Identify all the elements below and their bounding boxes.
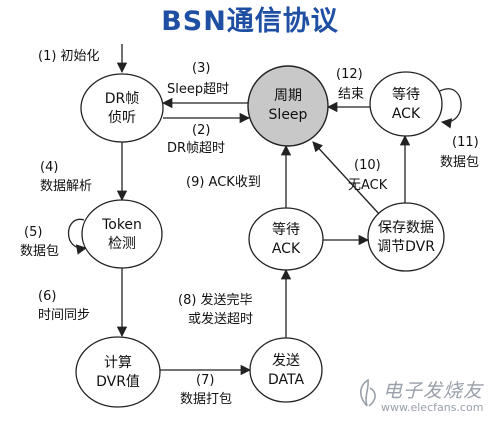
node-sleep-line1: 周期 (274, 88, 302, 104)
node-wait-ack-top-line1: 等待 (392, 86, 420, 103)
node-calc-dvr-line2: DVR值 (96, 374, 140, 390)
node-token-line1: Token (101, 217, 142, 233)
watermark-url: www.elecfans.com (381, 401, 484, 414)
node-wait-ack-mid-line1: 等待 (272, 221, 300, 238)
node-calc-dvr-line1: 计算 (104, 355, 132, 371)
label-pack-data-text: 数据打包 (180, 392, 232, 407)
node-wait-ack-top: 等待 ACK (369, 71, 443, 137)
node-send-data-line1: 发送 (272, 353, 300, 369)
label-dr-timeout-text: DR帧超时 (167, 141, 225, 156)
edge-wait-self-loop (437, 88, 462, 129)
label-send-done-line2: 或发送超时 (188, 311, 253, 327)
label-pack-data-num: (7) (196, 373, 214, 388)
label-no-ack-text: 无ACK (348, 178, 388, 193)
node-save-data: 保存数据 调节DVR (367, 202, 445, 272)
node-save-data-line2: 调节DVR (377, 239, 435, 255)
label-data-parse-text: 数据解析 (40, 179, 92, 194)
label-token-loop-text: 数据包 (20, 244, 59, 259)
label-init: (1) 初始化 (38, 49, 100, 64)
node-dr-listen-line2: 侦听 (108, 110, 136, 126)
node-dr-listen-line1: DR帧 (105, 91, 140, 107)
label-data-parse-num: (4) (40, 160, 58, 175)
watermark-name: 电子发烧友 (383, 380, 484, 402)
label-sleep-timeout-num: (3) (192, 61, 210, 76)
edge-token-self-loop (67, 218, 88, 255)
label-wait-loop-num: (11) (452, 135, 479, 150)
label-send-done-line1: (8) 发送完毕 (178, 292, 253, 308)
node-token-detect: Token 检测 (81, 199, 163, 269)
label-token-loop-num: (5) (24, 225, 42, 240)
node-dr-listen: DR帧 侦听 (80, 73, 164, 143)
label-no-ack-num: (10) (354, 158, 381, 173)
label-time-sync-num: (6) (38, 289, 56, 304)
node-calc-dvr: 计算 DVR值 (75, 336, 161, 408)
node-send-data-line2: DATA (268, 372, 304, 388)
node-periodic-sleep: 周期 Sleep (247, 65, 329, 147)
diagram-title: BSN通信协议 (161, 6, 339, 37)
node-save-data-line1: 保存数据 (378, 220, 434, 236)
node-token-line2: 检测 (108, 236, 136, 252)
label-end-num: (12) (336, 67, 363, 82)
node-wait-ack-mid: 等待 ACK (248, 207, 324, 271)
watermark-logo-icon (359, 378, 376, 407)
label-sleep-timeout-text: Sleep超时 (167, 82, 229, 97)
label-wait-loop-text: 数据包 (440, 155, 479, 170)
node-sleep-line2: Sleep (269, 107, 308, 123)
label-time-sync-text: 时间同步 (38, 308, 90, 323)
label-ack-received: (9) ACK收到 (186, 175, 261, 190)
edge-no-ack (312, 141, 381, 216)
watermark: 电子发烧友 www.elecfans.com (355, 374, 495, 422)
node-wait-ack-top-line2: ACK (392, 106, 421, 122)
label-end-text: 结束 (338, 87, 364, 102)
node-wait-ack-mid-line2: ACK (272, 241, 301, 257)
node-send-data: 发送 DATA (249, 337, 323, 403)
label-dr-timeout-num: (2) (192, 123, 210, 138)
